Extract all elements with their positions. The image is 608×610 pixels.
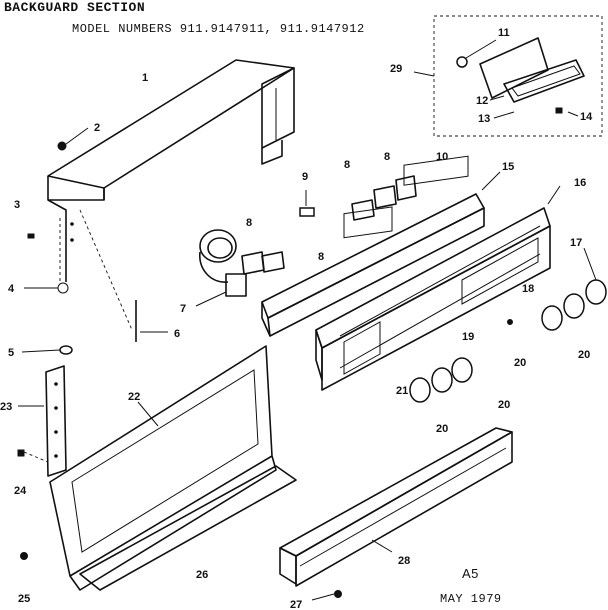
- callout-16: 16: [574, 177, 586, 189]
- side-bracket-part: [17, 365, 67, 477]
- callout-22: 22: [128, 391, 140, 403]
- callout-5: 5: [8, 347, 14, 359]
- control-panel-part: [315, 185, 561, 391]
- callout-18: 18: [522, 283, 534, 295]
- callout-20c: 20: [498, 399, 510, 411]
- switch-panel-part: [261, 155, 501, 337]
- callout-15: 15: [502, 161, 514, 173]
- backguard-frame-part: [47, 59, 295, 331]
- date-stamp: MAY 1979: [440, 592, 502, 606]
- diagram-title: BACKGUARD SECTION: [4, 0, 146, 15]
- callout-24: 24: [14, 485, 27, 497]
- callout-20b: 20: [578, 349, 590, 361]
- callout-4: 4: [8, 283, 15, 295]
- model-numbers: MODEL NUMBERS 911.9147911, 911.9147912: [72, 22, 365, 36]
- timer-assembly-part: [195, 229, 285, 307]
- callout-26: 26: [196, 569, 208, 581]
- callout-14: 14: [580, 111, 593, 123]
- callout-29: 29: [390, 63, 402, 75]
- rear-panel-part: [20, 345, 297, 591]
- callout-8c: 8: [344, 159, 350, 171]
- callout-27: 27: [290, 599, 302, 610]
- callout-labels: 1 2 3 4 5 6 7 8 8 8 8 9 10 11 12 13 14 1…: [0, 27, 593, 610]
- callout-8d: 8: [384, 151, 390, 163]
- callout-9: 9: [302, 171, 308, 183]
- callout-2: 2: [94, 122, 100, 134]
- callout-23: 23: [0, 401, 12, 413]
- callout-19: 19: [462, 331, 474, 343]
- callout-20a: 20: [514, 357, 526, 369]
- switch-parts: [299, 175, 417, 221]
- callout-6: 6: [174, 328, 180, 340]
- knob-parts: [409, 247, 607, 403]
- callout-21: 21: [396, 385, 408, 397]
- callout-28: 28: [398, 555, 410, 567]
- inset-box: [413, 15, 603, 137]
- fastener-parts: [21, 127, 168, 355]
- callout-20d: 20: [436, 423, 448, 435]
- lower-trim-part: [279, 427, 513, 601]
- callout-8a: 8: [246, 217, 252, 229]
- callout-8b: 8: [318, 251, 324, 263]
- callout-12: 12: [476, 95, 488, 107]
- callout-10: 10: [436, 151, 448, 163]
- callout-1: 1: [142, 72, 148, 84]
- callout-17: 17: [570, 237, 582, 249]
- callout-3: 3: [14, 199, 20, 211]
- callout-25: 25: [18, 593, 30, 605]
- callout-7: 7: [180, 303, 186, 315]
- callout-13: 13: [478, 113, 490, 125]
- callout-11: 11: [498, 27, 510, 39]
- page-code: A5: [462, 566, 479, 581]
